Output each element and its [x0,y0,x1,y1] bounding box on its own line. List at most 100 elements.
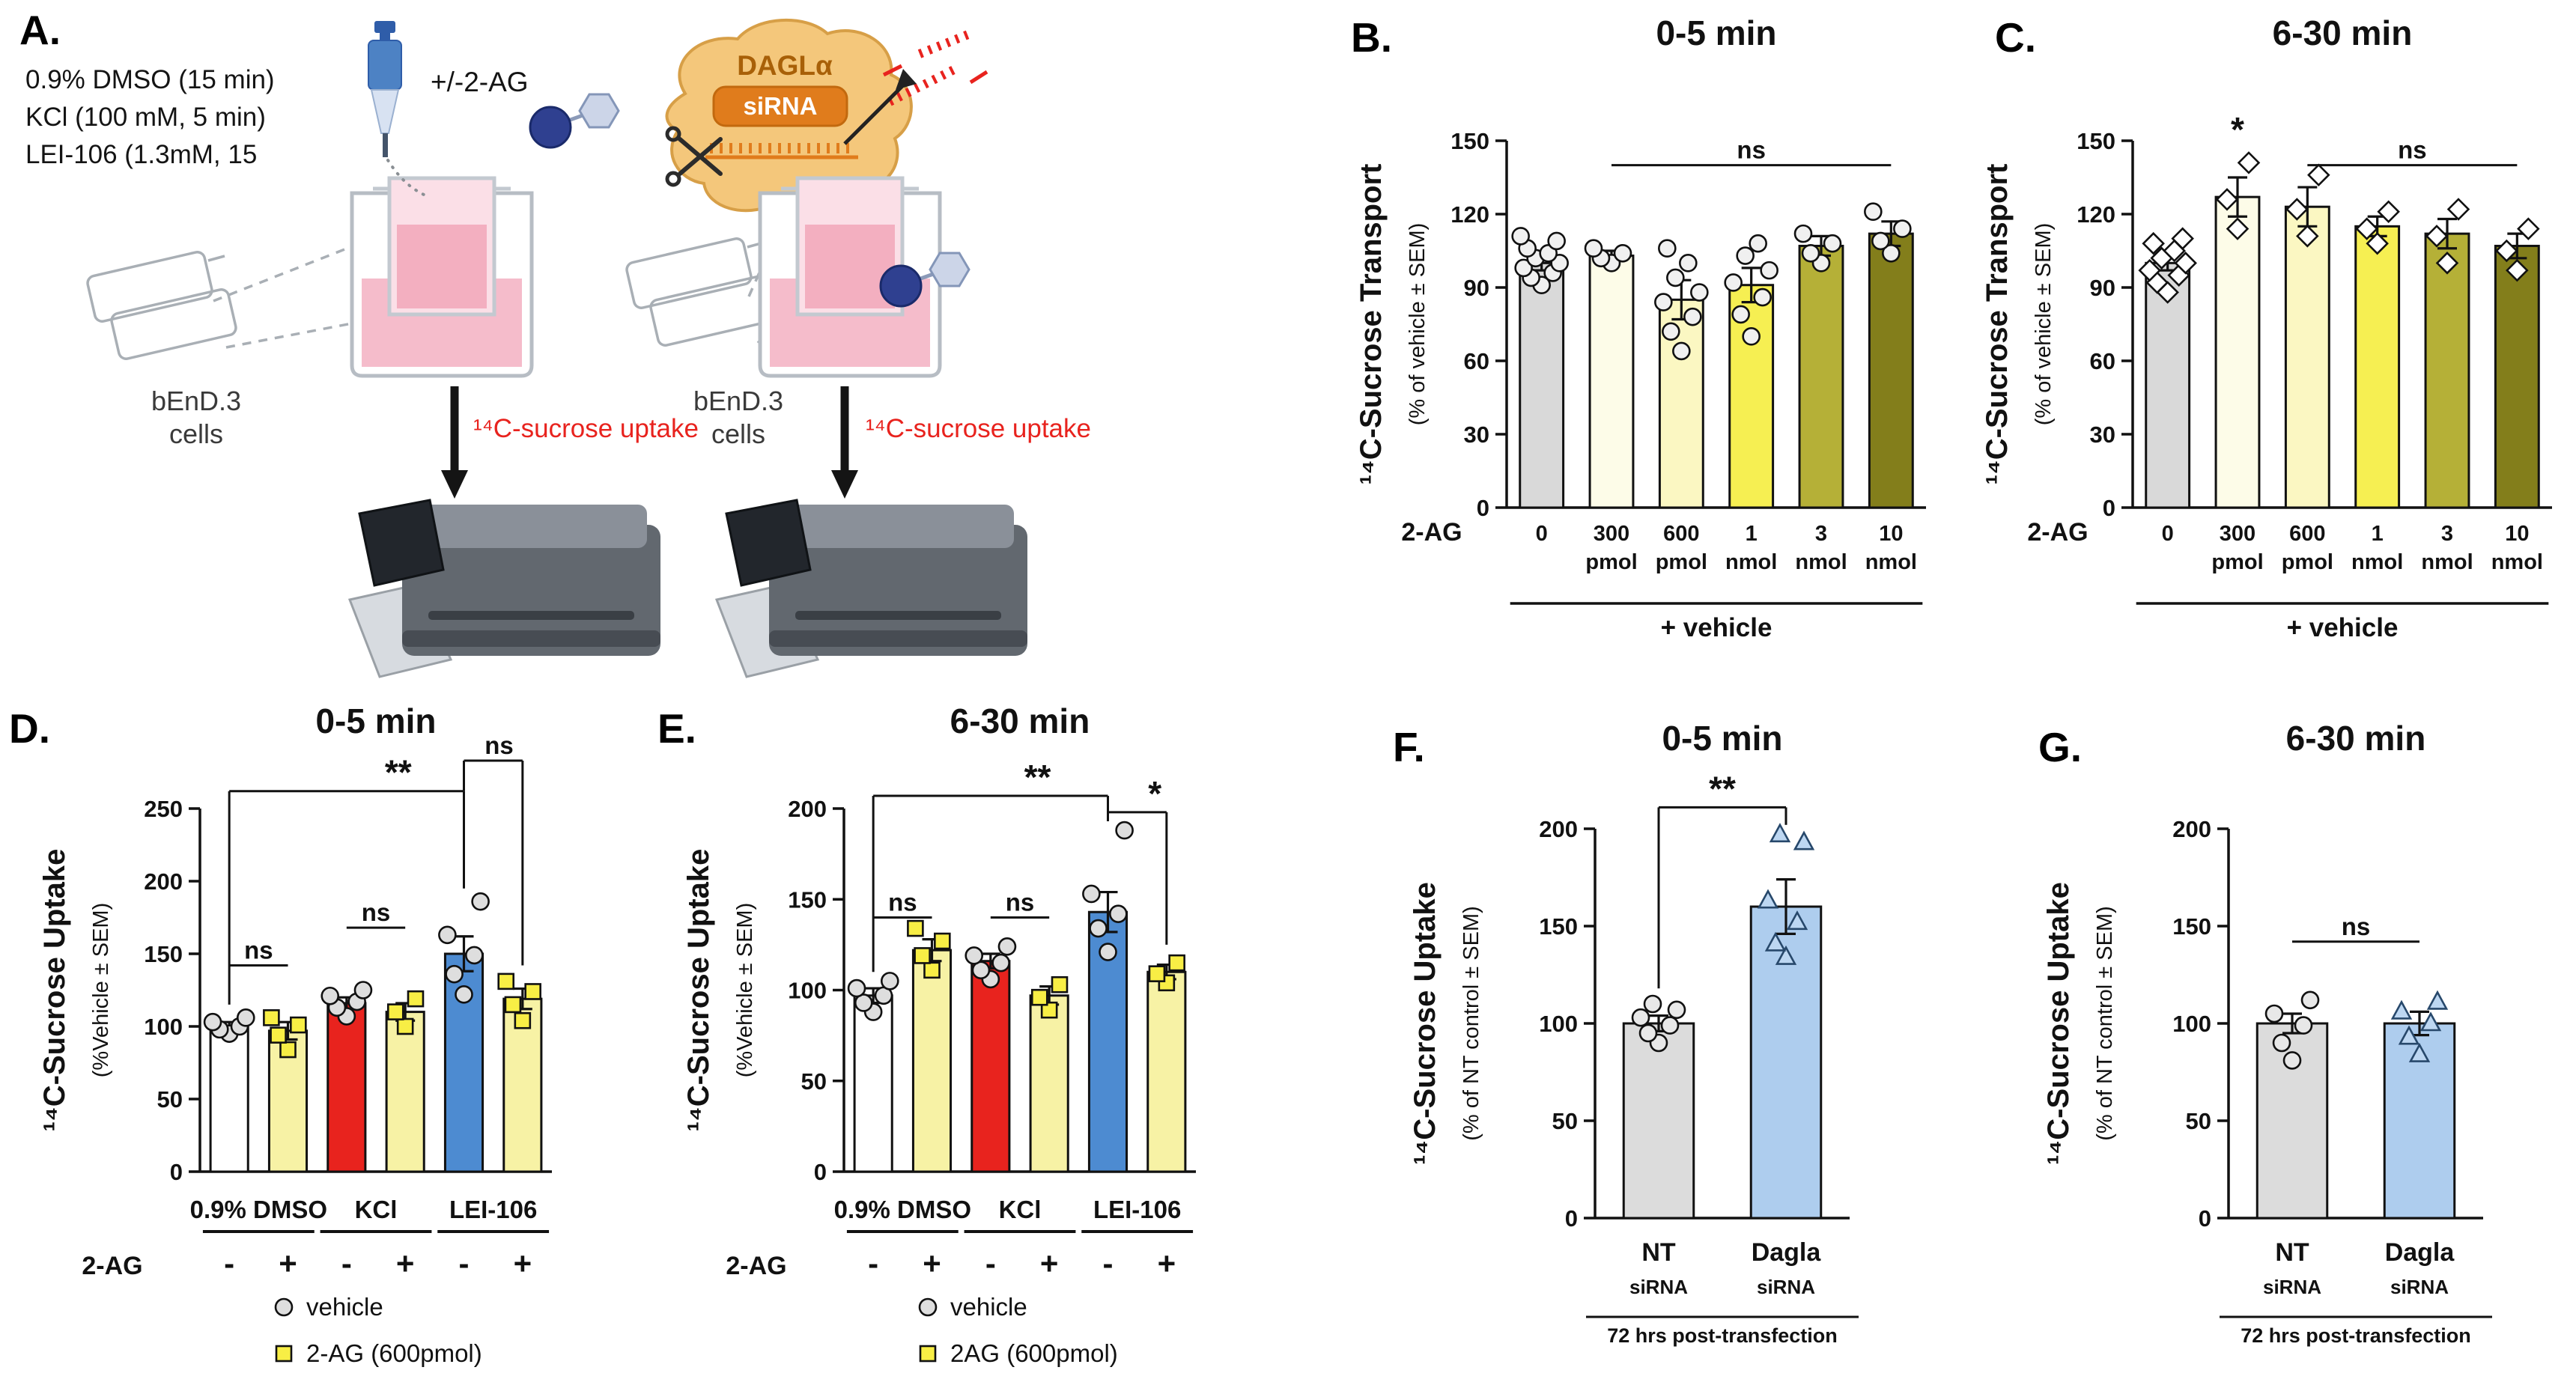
x-category-label: 600 [2289,522,2325,546]
bar [1622,1022,1695,1220]
x-category-label: 600 [1663,522,1699,546]
y-tick-label: 150 [2172,913,2211,940]
y-tick-label: 150 [1539,913,1578,940]
data-point [1082,884,1101,904]
data-point [1654,293,1673,311]
data-point [2171,227,2194,250]
x-category-label: Dagla [2385,1238,2455,1267]
chart-title: 6-30 min [2273,13,2413,52]
data-point [524,983,541,1000]
transwell-illustration [352,178,532,376]
data-point [1109,904,1128,923]
data-point [2425,225,2449,248]
group-label: KCl [999,1196,1042,1223]
data-point [991,953,1010,973]
data-point [396,1017,414,1035]
x-category-sublabel: siRNA [2263,1276,2321,1298]
data-point [1089,919,1108,938]
data-point [1690,283,1709,302]
bar [2145,261,2191,509]
group-label: 0.9% DMSO [190,1196,327,1223]
significance-label: * [1148,774,1161,813]
panel-label-c: C. [1995,14,2036,61]
data-point [275,1345,293,1363]
chart-title: 0-5 min [1656,13,1776,52]
cells-label: bEnD.3 [151,386,241,416]
x-category-label: 10 [1879,522,1903,546]
data-point [1584,239,1603,258]
data-point [1757,889,1779,909]
treatment-line-3: LEI-106 (1.3mM, 15 [25,140,257,169]
panel-label-f: F. [1393,724,1425,770]
x-category-sublabel: pmol [2282,550,2333,574]
seeding-line [213,246,351,302]
bar [2214,195,2261,509]
y-tick-label: 200 [788,796,827,822]
data-point [907,919,924,937]
chart-title: 6-30 min [2286,719,2426,758]
y-tick-label: 150 [2077,128,2115,154]
data-point [1148,965,1166,982]
data-point [407,990,425,1008]
bar [2424,232,2470,509]
bar [1519,261,1565,509]
data-point [2517,217,2540,240]
data-point [2272,1033,2291,1053]
data-point [2300,990,2320,1010]
x-sub-symbol: + [923,1246,941,1281]
data-point [279,1041,297,1059]
data-point [465,946,484,965]
data-point [1672,341,1691,361]
panel-a-schematic: A. [0,0,1318,698]
x-category-sublabel: siRNA [2390,1276,2449,1298]
y-tick-label: 100 [1539,1011,1578,1037]
data-point [1514,258,1533,278]
data-point [2294,1016,2313,1035]
data-point [1666,268,1685,287]
x-category-label: 3 [2441,522,2453,546]
data-point [2426,990,2449,1010]
pipette-icon [368,21,402,157]
x-category-sublabel: siRNA [1629,1276,1688,1298]
panel-label-g: G. [2038,724,2083,770]
x-sub-symbol: + [279,1246,297,1281]
x-sub-symbol: + [1158,1246,1176,1281]
y-axis-sublabel: (% of NT control ± SEM) [1459,906,1483,1141]
data-point [1683,307,1702,326]
y-tick-label: 200 [1539,816,1578,842]
y-tick-label: 0 [2103,495,2115,521]
bar [1798,244,1844,509]
bar [853,994,893,1173]
x-category-sublabel: pmol [1585,550,1637,574]
y-axis-label: ¹⁴C-Sucrose Transport [1355,164,1388,485]
bar [209,1025,249,1173]
legend-label: vehicle [306,1293,383,1321]
data-point [1115,821,1134,840]
panel-label-a: A. [19,7,61,53]
x-category-label: NT [1641,1238,1676,1267]
cells-label: cells [169,419,223,449]
data-point [2419,1011,2442,1032]
y-axis-label: ¹⁴C-Sucrose Uptake [2042,882,2075,1165]
x-category-sublabel: nmol [2421,550,2473,574]
data-point [2285,198,2309,221]
bar [326,1002,367,1173]
x-category-label: 300 [1594,522,1629,546]
data-point [236,1008,255,1027]
dagla-label: DAGLα [737,50,833,81]
data-point [263,1009,280,1026]
x-category-label: 0 [2162,522,2174,546]
data-point [923,961,941,979]
footer-label: 72 hrs post-transfection [2241,1324,2471,1347]
y-axis-sublabel: (%Vehicle ± SEM) [89,903,113,1078]
data-point [1793,830,1815,850]
bar [1868,232,1914,509]
ag-label: +/-2-AG [431,67,529,97]
